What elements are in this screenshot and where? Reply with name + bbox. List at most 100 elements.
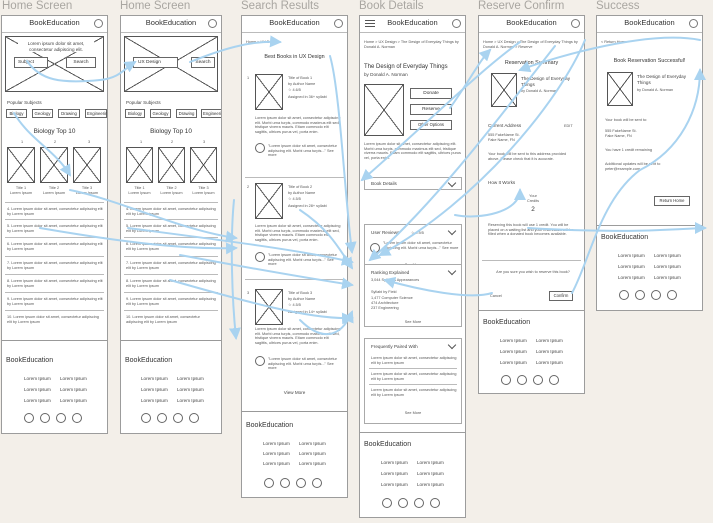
- see-more-link[interactable]: See More: [404, 320, 422, 324]
- footer-link[interactable]: Lorem Ipsum: [141, 398, 168, 403]
- profile-icon[interactable]: [571, 19, 580, 28]
- social-icon[interactable]: [382, 498, 392, 508]
- subject-search-input[interactable]: UX Design: [133, 57, 178, 68]
- footer-link[interactable]: Lorem Ipsum: [299, 441, 326, 446]
- book-cover-image[interactable]: [126, 147, 153, 183]
- list-item[interactable]: 7. Lorem ipsum dolor sit amet, consectet…: [7, 261, 103, 270]
- social-icon[interactable]: [40, 413, 50, 423]
- footer-link[interactable]: Lorem Ipsum: [24, 387, 51, 392]
- social-icon[interactable]: [72, 413, 82, 423]
- footer-link[interactable]: Lorem Ipsum: [536, 360, 563, 365]
- return-home-link[interactable]: < Return Home: [601, 40, 627, 44]
- list-item[interactable]: 10. Lorem ipsum dolor sit amet, consecte…: [7, 315, 99, 324]
- review-snippet[interactable]: "Lorem ipsum dolor sit amet, consectetur…: [268, 253, 337, 267]
- chip-geology[interactable]: Geology: [150, 109, 171, 118]
- footer-link[interactable]: Lorem Ipsum: [618, 253, 645, 258]
- chevron-down-icon[interactable]: [447, 340, 457, 350]
- book-cover-image[interactable]: [40, 147, 68, 183]
- book-details-accordion[interactable]: Book Details: [364, 177, 462, 190]
- result-title[interactable]: Title of Book 2: [288, 185, 313, 189]
- menu-icon[interactable]: [365, 20, 375, 27]
- chip-biology[interactable]: Biology: [6, 109, 27, 118]
- chip-biology[interactable]: Biology: [125, 109, 145, 118]
- view-more-link[interactable]: View More: [283, 390, 306, 395]
- footer-link[interactable]: Lorem Ipsum: [60, 398, 87, 403]
- footer-link[interactable]: Lorem Ipsum: [417, 460, 444, 465]
- donate-button[interactable]: Donate: [410, 88, 452, 99]
- chip-engineering[interactable]: Engineering: [201, 109, 221, 118]
- profile-icon[interactable]: [208, 19, 217, 28]
- social-icon[interactable]: [619, 290, 629, 300]
- edit-address-link[interactable]: EDIT: [564, 124, 573, 128]
- social-icon[interactable]: [549, 375, 559, 385]
- chevron-down-icon[interactable]: [447, 266, 457, 276]
- social-icon[interactable]: [280, 478, 290, 488]
- footer-link[interactable]: Lorem Ipsum: [177, 398, 204, 403]
- footer-link[interactable]: Lorem Ipsum: [60, 387, 87, 392]
- book-cover-image[interactable]: [73, 147, 101, 183]
- footer-link[interactable]: Lorem Ipsum: [381, 482, 408, 487]
- social-icon[interactable]: [312, 478, 322, 488]
- list-item[interactable]: 4. Lorem ipsum dolor sit amet, consectet…: [126, 207, 216, 216]
- footer-link[interactable]: Lorem Ipsum: [381, 471, 408, 476]
- footer-link[interactable]: Lorem Ipsum: [381, 460, 408, 465]
- search-button[interactable]: Search: [191, 57, 215, 68]
- list-item[interactable]: 9. Lorem ipsum dolor sit amet, consectet…: [7, 297, 103, 306]
- social-icon[interactable]: [141, 413, 151, 423]
- footer-link[interactable]: Lorem Ipsum: [536, 338, 563, 343]
- footer-link[interactable]: Lorem Ipsum: [263, 461, 290, 466]
- breadcrumb[interactable]: Home > UX Design: [246, 40, 279, 44]
- review-snippet[interactable]: "Lorem ipsum dolor sit amet, consectetur…: [268, 357, 337, 371]
- social-icon[interactable]: [430, 498, 440, 508]
- social-icon[interactable]: [533, 375, 543, 385]
- social-icon[interactable]: [635, 290, 645, 300]
- book-cover-image[interactable]: [158, 147, 185, 183]
- see-more-link[interactable]: See More: [404, 411, 422, 415]
- list-item[interactable]: 9. Lorem ipsum dolor sit amet, consectet…: [126, 297, 216, 306]
- cancel-button[interactable]: Cancel: [490, 294, 502, 298]
- book-cover-image[interactable]: [190, 147, 217, 183]
- chip-engineering[interactable]: Engineering: [85, 109, 108, 118]
- footer-link[interactable]: Lorem Ipsum: [417, 482, 444, 487]
- social-icon[interactable]: [173, 413, 183, 423]
- footer-link[interactable]: Lorem Ipsum: [500, 360, 527, 365]
- footer-link[interactable]: Lorem Ipsum: [263, 441, 290, 446]
- list-item[interactable]: 5. Lorem ipsum dolor sit amet, consectet…: [7, 224, 103, 233]
- list-item[interactable]: 5. Lorem ipsum dolor sit amet, consectet…: [126, 224, 216, 233]
- breadcrumb[interactable]: Home > UX Design > The Design of Everyda…: [364, 40, 459, 49]
- social-icon[interactable]: [157, 413, 167, 423]
- footer-link[interactable]: Lorem Ipsum: [263, 451, 290, 456]
- social-icon[interactable]: [398, 498, 408, 508]
- footer-link[interactable]: Lorem Ipsum: [24, 398, 51, 403]
- chip-geology[interactable]: Geology: [32, 109, 53, 118]
- book-cover-image[interactable]: [255, 183, 283, 219]
- review-snippet[interactable]: "Lorem ipsum dolor sit amet, consectetur…: [268, 144, 337, 158]
- footer-link[interactable]: Lorem Ipsum: [299, 451, 326, 456]
- footer-link[interactable]: Lorem Ipsum: [24, 376, 51, 381]
- footer-link[interactable]: Lorem Ipsum: [654, 275, 681, 280]
- footer-link[interactable]: Lorem Ipsum: [299, 461, 326, 466]
- user-reviews-label[interactable]: User Reviews: [371, 230, 400, 235]
- paired-item[interactable]: Lorem ipsum dolor sit amet, consectetur …: [371, 388, 457, 397]
- footer-link[interactable]: Lorem Ipsum: [654, 264, 681, 269]
- social-icon[interactable]: [651, 290, 661, 300]
- list-item[interactable]: 4. Lorem ipsum dolor sit amet, consectet…: [7, 207, 103, 216]
- result-title[interactable]: Title of Book 3: [288, 291, 313, 295]
- social-icon[interactable]: [189, 413, 199, 423]
- social-icon[interactable]: [501, 375, 511, 385]
- subject-search-input[interactable]: Subject: [14, 57, 48, 68]
- paired-item[interactable]: Lorem ipsum dolor sit amet, consectetur …: [371, 356, 457, 365]
- social-icon[interactable]: [296, 478, 306, 488]
- footer-link[interactable]: Lorem Ipsum: [177, 376, 204, 381]
- profile-icon[interactable]: [689, 19, 698, 28]
- social-icon[interactable]: [517, 375, 527, 385]
- confirm-button[interactable]: Confirm: [549, 291, 573, 301]
- other-options-dropdown[interactable]: Other Options: [410, 120, 452, 130]
- footer-link[interactable]: Lorem Ipsum: [141, 376, 168, 381]
- list-item[interactable]: 8. Lorem ipsum dolor sit amet, consectet…: [7, 279, 103, 288]
- profile-icon[interactable]: [334, 19, 343, 28]
- list-item[interactable]: 6. Lorem ipsum dolor sit amet, consectet…: [126, 242, 216, 251]
- reserve-button[interactable]: Reserve: [410, 104, 452, 115]
- social-icon[interactable]: [56, 413, 66, 423]
- chevron-down-icon[interactable]: [447, 226, 457, 236]
